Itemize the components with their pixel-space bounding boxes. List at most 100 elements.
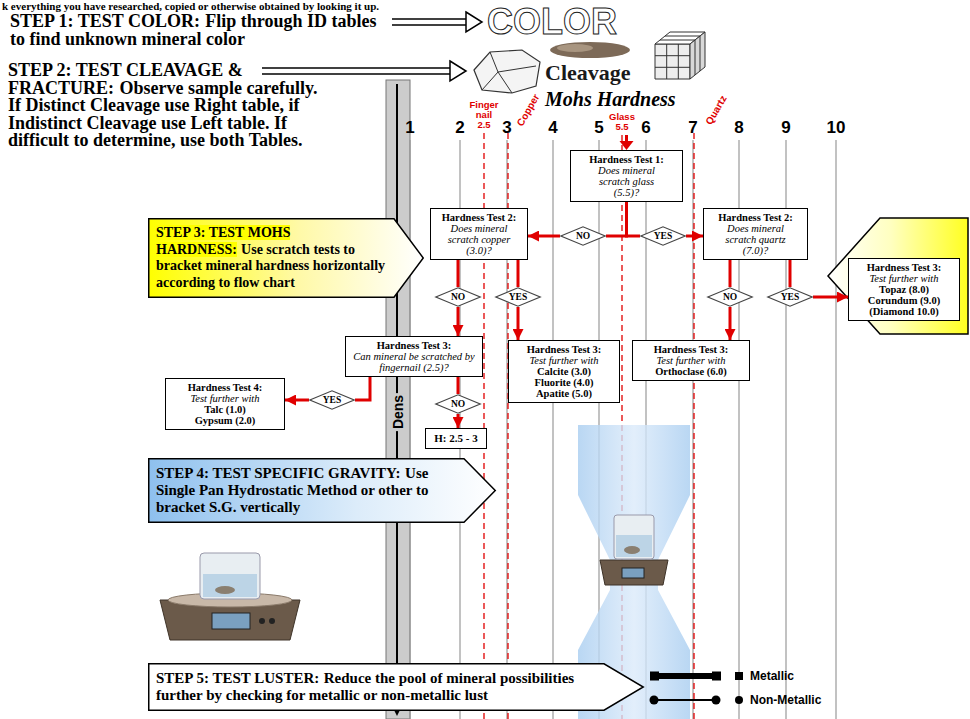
cleavage-title: Cleavage [545, 60, 631, 85]
hardness-number: 3 [502, 118, 511, 138]
metallic-end [650, 672, 659, 681]
box-text: Test further with [513, 355, 615, 366]
non-metallic-bar [654, 699, 716, 701]
color-title: COLOR [487, 1, 617, 42]
box-text: Orthoclase (6.0) [651, 366, 731, 377]
box-heading: Hardness Test 2: [435, 212, 523, 223]
box-text: Calcite (3.0) Fluorite (4.0) Apatite (5.… [524, 366, 604, 399]
cube-face [655, 44, 690, 79]
legend-swatch [735, 672, 743, 680]
cube-face [690, 32, 705, 79]
box-text: Test further with [637, 355, 745, 366]
pointer-line [262, 67, 454, 69]
test-box: Hardness Test 3:Test further withOrthocl… [632, 340, 750, 381]
hardness-number: 4 [548, 118, 557, 137]
luster-bars [650, 672, 722, 705]
scale-title: Mohs Hardness [545, 88, 676, 111]
hardness-number: 6 [641, 118, 650, 137]
step-instruction: STEP 1: TEST COLOR:Flip through ID table… [10, 13, 382, 48]
rock-edge [482, 52, 498, 90]
diamond-shape [708, 288, 752, 306]
hardness-gridlines [410, 140, 836, 719]
decision-diamond: NO [435, 287, 481, 307]
flow-arrow [457, 307, 460, 336]
flow-arrow [729, 307, 732, 340]
cube-grid [660, 40, 695, 41]
test-box: Hardness Test 2:Does mineral scratch qua… [703, 208, 808, 260]
reference-label: Finger nail 2.5 [468, 100, 500, 130]
water-cup [200, 553, 260, 599]
legend-sample [733, 670, 745, 682]
box-text: Test further with [853, 273, 955, 284]
callout-text: STEP 4: TEST SPECIFIC GRAVITY:Use Single… [156, 465, 456, 516]
flow-arrow [789, 260, 792, 287]
step-callout: STEP 3: TEST MOHS HARDNESS:Use scratch t… [148, 218, 424, 298]
box-heading: Hardness Test 1: [575, 154, 678, 165]
pointer-line [392, 18, 470, 20]
metallic-bar [654, 673, 716, 679]
callout-text: STEP 5: TEST LUSTER:Reduce the pool of m… [156, 670, 596, 704]
entry-arrow [625, 135, 628, 142]
density-bar [386, 80, 410, 719]
reference-label: Quartz [703, 94, 728, 127]
non-metallic-end [650, 696, 659, 705]
pointer-line [392, 24, 470, 26]
hardness-number: 9 [781, 118, 790, 138]
gridline [835, 140, 836, 719]
flow-arrow [517, 307, 520, 340]
cube-grid [700, 36, 701, 71]
scale-body [600, 560, 668, 585]
hardness-number: 4 [548, 118, 557, 138]
box-heading: H: 2.5 - 3 [430, 432, 482, 445]
cube-grid [678, 44, 679, 79]
hardness-number: 8 [734, 118, 743, 137]
diamond-shape [768, 288, 812, 306]
sample [624, 546, 640, 554]
callout-text: STEP 3: TEST MOHS HARDNESS:Use scratch t… [156, 225, 386, 291]
flow-arrow [686, 235, 703, 238]
decision-label: NO [451, 399, 465, 409]
hardness-number: 2 [455, 118, 464, 137]
cleavage-title: Cleavage [545, 60, 631, 85]
cube-grid [665, 36, 700, 37]
box-heading: Hardness Test 4: [170, 382, 280, 393]
decision-label: YES [509, 292, 527, 302]
box-heading: Hardness Test 3: [853, 262, 955, 273]
rock-outline [474, 50, 540, 93]
scale-photo [160, 553, 300, 640]
decision-diamond: YES [495, 287, 541, 307]
reference-label: Finger nail 2.5 [469, 99, 498, 130]
flow-arrow [457, 414, 460, 428]
flow-arrow [729, 260, 732, 287]
diamond-shape [310, 391, 354, 409]
scale-title: Mohs Hardness [545, 88, 676, 110]
decision-label: YES [323, 395, 341, 405]
decision-label: NO [723, 292, 737, 302]
decision-label: YES [654, 231, 672, 241]
flow-arrow [457, 377, 460, 394]
callout-shape [149, 664, 644, 711]
diamond-shape [561, 227, 605, 245]
scale-button [259, 618, 265, 624]
hardness-number: 9 [781, 118, 790, 137]
legend-row: Non-Metallic [733, 692, 821, 708]
pointer-head [466, 12, 482, 32]
box-text: Can mineral be scratched by fingernail (… [350, 351, 478, 373]
test-box: Hardness Test 3:Test further withTopaz (… [848, 258, 960, 321]
decision-diamond: NO [560, 226, 606, 246]
metallic-end [712, 672, 721, 681]
callout-shape [149, 219, 424, 298]
cleavage-rock [474, 50, 540, 93]
box-heading: Hardness Test 2: [708, 212, 803, 223]
step-callout: STEP 5: TEST LUSTER:Reduce the pool of m… [148, 663, 644, 711]
test-box: Hardness Test 1:Does mineral scratch gla… [570, 150, 683, 202]
flow-arrow [606, 202, 627, 236]
reference-label: Glass 5.5 [609, 111, 635, 132]
test-box: Hardness Test 3:Can mineral be scratched… [345, 336, 483, 377]
cube-grid [695, 40, 696, 75]
decision-diamond: YES [640, 226, 686, 246]
decision-label: YES [781, 292, 799, 302]
box-text: Topaz (8.0) Corundum (9.0) (Diamond 10.0… [864, 284, 944, 317]
box-text: Talc (1.0) Gypsum (2.0) [185, 404, 265, 426]
reference-label: Copper [514, 92, 541, 128]
